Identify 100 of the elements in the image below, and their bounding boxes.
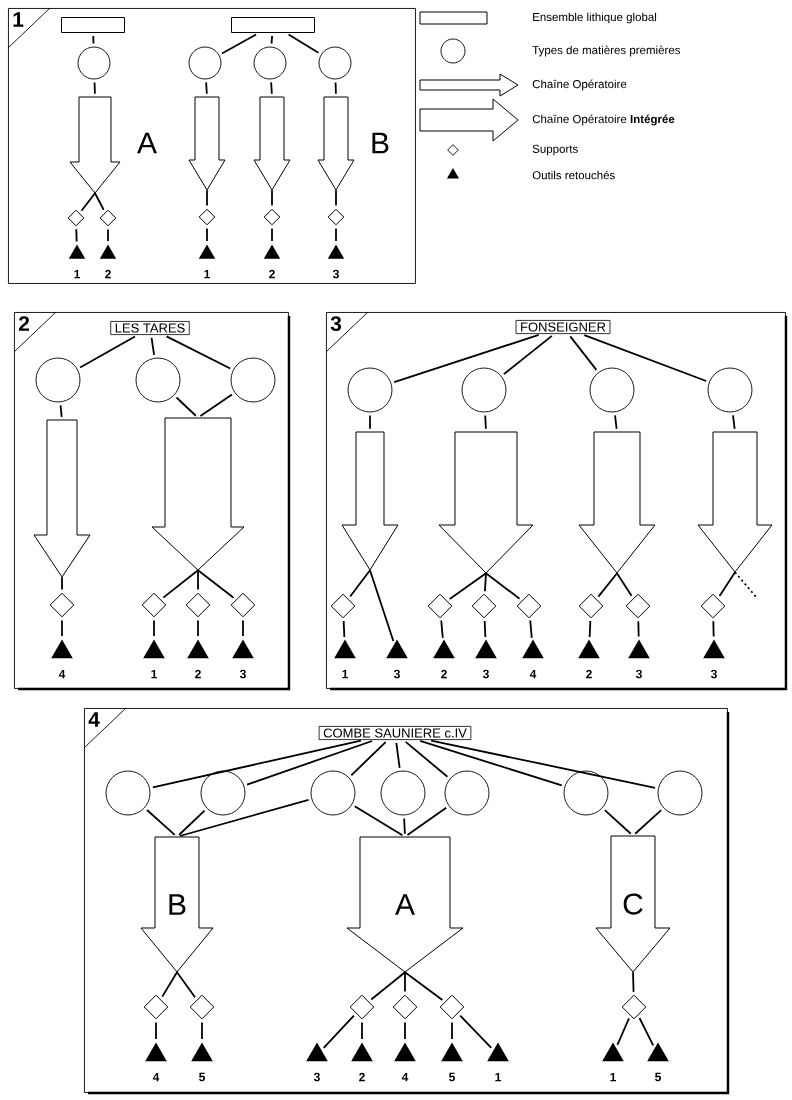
site-name-box: COMBE SAUNIERE c.IV — [318, 726, 472, 740]
support-diamond — [67, 209, 85, 227]
connector-line — [79, 335, 136, 369]
tool-number: 4 — [401, 1072, 409, 1082]
connector-line — [94, 192, 105, 211]
operational-chain-block: B — [140, 836, 214, 973]
support-diamond — [516, 593, 542, 619]
connector-line — [734, 571, 758, 599]
raw-material-circle — [230, 357, 276, 403]
assemblage-box — [61, 17, 125, 33]
legend-text: Chaîne Opératoire — [532, 79, 627, 91]
operational-chain-block — [341, 431, 399, 571]
connector-line — [201, 1021, 203, 1040]
tool-number: 3 — [332, 269, 339, 279]
support-diamond — [625, 593, 651, 619]
operational-chain-block: C — [595, 835, 671, 973]
raw-material-circle — [563, 770, 609, 816]
connector-line — [155, 1021, 157, 1040]
connector-line — [404, 741, 449, 778]
tool-number: 1 — [74, 269, 80, 279]
operational-chain-block: A — [346, 836, 464, 973]
tool-number: 4 — [152, 1072, 160, 1082]
scheme-letter: B — [372, 132, 389, 154]
raw-material-circle — [105, 770, 151, 816]
connector-line — [176, 971, 196, 999]
connector-line — [393, 334, 540, 383]
connector-line — [634, 809, 663, 835]
legend-text: Supports — [532, 144, 578, 156]
raw-material-circle — [318, 46, 352, 80]
operational-chain-block — [438, 431, 534, 574]
connector-line — [369, 414, 371, 430]
tool-number: 4 — [58, 669, 66, 679]
raw-material-circle — [347, 367, 393, 413]
raw-material-circle — [657, 770, 703, 816]
connector-line — [369, 569, 395, 642]
connector-line — [569, 335, 598, 371]
connector-line — [349, 569, 371, 598]
scheme-letter: A — [137, 132, 157, 154]
raw-material-circle — [188, 46, 222, 80]
tool-number: 1 — [495, 1072, 501, 1082]
connector-line — [361, 1021, 363, 1040]
raw-material-circle — [253, 46, 287, 80]
tool-number: 2 — [195, 669, 201, 679]
site-name-box: LES TARES — [110, 321, 190, 335]
connector-line — [205, 81, 208, 95]
support-diamond — [189, 994, 215, 1020]
connector-line — [175, 396, 197, 417]
tool-number: 2 — [269, 269, 275, 279]
operational-chain-block — [697, 431, 773, 573]
connector-line — [632, 971, 635, 993]
tool-number: 2 — [586, 669, 592, 679]
support-diamond — [143, 994, 169, 1020]
connector-line — [404, 971, 444, 1001]
connector-line — [404, 971, 406, 993]
raw-material-circle — [707, 367, 753, 413]
support-diamond — [621, 994, 647, 1020]
connector-line — [404, 1021, 406, 1040]
connector-line — [270, 81, 273, 95]
assemblage-box — [231, 17, 315, 33]
connector-line — [597, 572, 618, 598]
connector-line — [616, 572, 633, 597]
tool-number: 1 — [610, 1072, 616, 1082]
support-diamond — [578, 593, 604, 619]
connector-line — [484, 572, 487, 593]
support-diamond — [230, 592, 256, 618]
connector-line — [93, 81, 96, 95]
support-diamond — [49, 592, 75, 618]
connector-line — [59, 404, 63, 418]
connector-line — [616, 1017, 630, 1046]
tool-number: 2 — [359, 1072, 365, 1082]
connector-line — [242, 619, 244, 637]
connector-line — [197, 569, 199, 591]
connector-line — [718, 571, 736, 597]
tool-number: 3 — [313, 1072, 320, 1082]
operational-chain-block — [253, 96, 291, 191]
support-diamond — [427, 593, 453, 619]
tool-number: 1 — [342, 669, 348, 679]
connector-line — [430, 739, 656, 789]
operational-chain-block — [69, 96, 121, 194]
connector-line — [395, 742, 401, 769]
connector-line — [271, 227, 273, 242]
connector-line — [614, 414, 618, 430]
support-diamond — [439, 994, 465, 1020]
connector-line — [246, 740, 373, 786]
raw-material-circle — [589, 367, 635, 413]
connector-line — [406, 806, 448, 836]
connector-line — [206, 227, 208, 242]
connector-line — [92, 35, 95, 45]
connector-line — [440, 619, 444, 639]
raw-material-circle — [310, 770, 356, 816]
tool-number: 3 — [393, 669, 400, 679]
connector-line — [638, 1017, 655, 1047]
connector-line — [270, 35, 274, 45]
connector-line — [271, 189, 273, 207]
connector-line — [179, 799, 310, 837]
tool-number: 3 — [635, 669, 642, 679]
connector-line — [165, 335, 232, 370]
connector-line — [334, 81, 337, 95]
connector-line — [583, 334, 708, 382]
operational-chain-block — [151, 417, 245, 571]
